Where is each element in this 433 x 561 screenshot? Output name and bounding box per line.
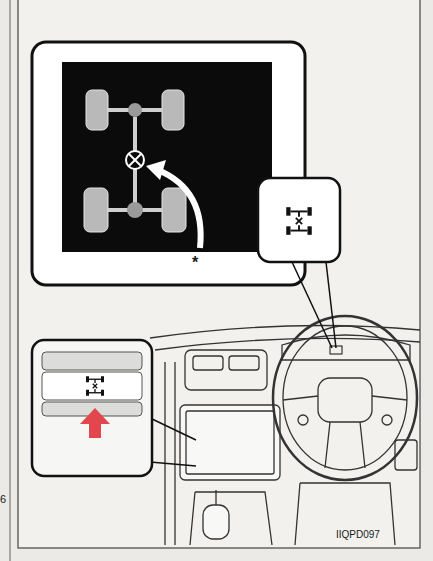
- drivetrain-graphic: [84, 90, 201, 248]
- switch-callout: [32, 340, 196, 476]
- page-number: 6: [0, 493, 6, 505]
- footnote-mark: *: [192, 254, 198, 272]
- column-rule: [10, 0, 11, 561]
- figure-code: IIQPD097: [336, 529, 380, 540]
- indicator-screen: [62, 62, 272, 252]
- indicator-callout: [258, 178, 342, 354]
- figure-frame: [18, 0, 420, 548]
- dashboard-drawing: [150, 316, 420, 545]
